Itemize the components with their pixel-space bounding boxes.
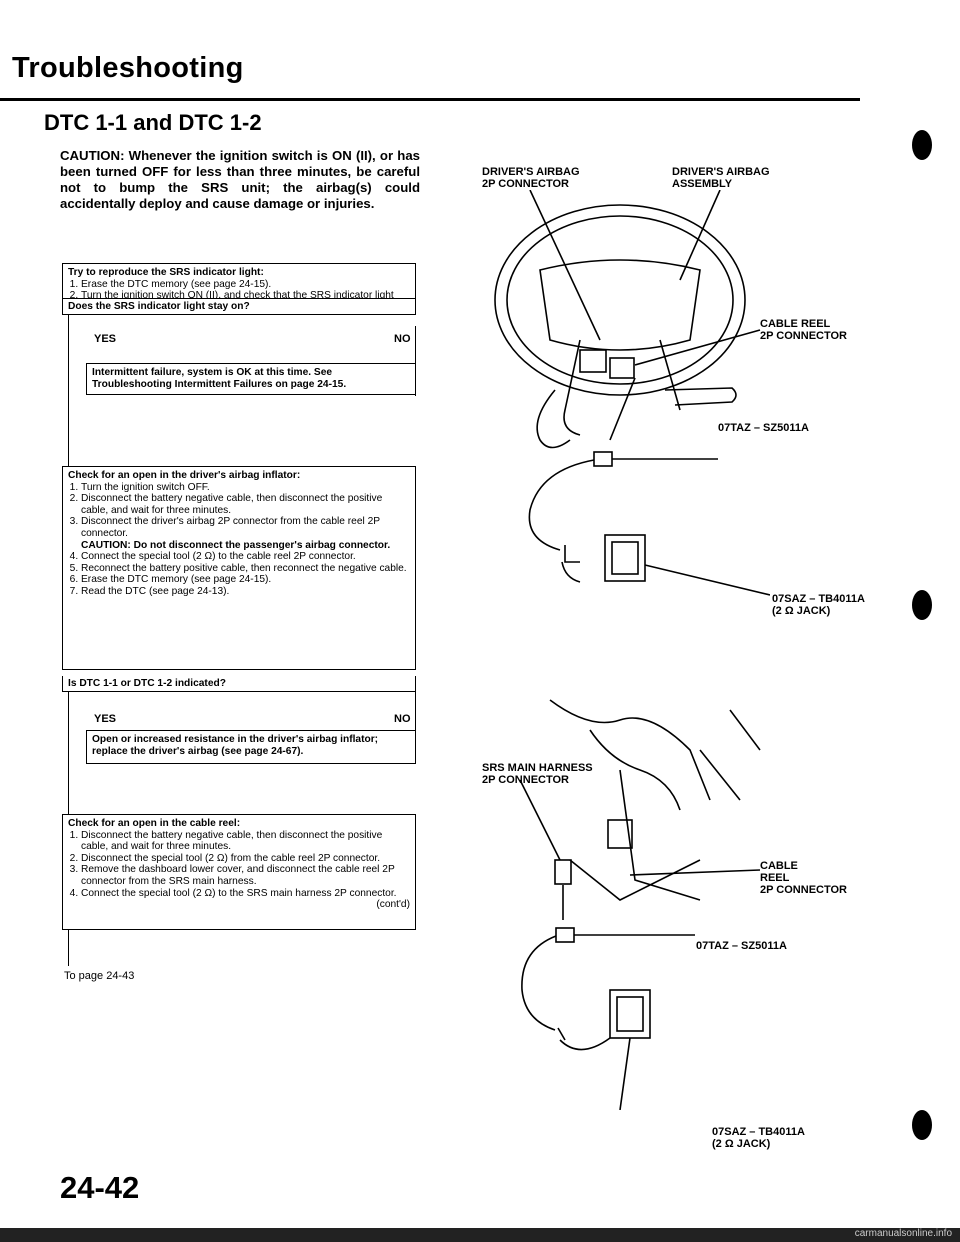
step3-box: Check for an open in the cable reel: Dis… [62,814,416,930]
step2-item: Disconnect the battery negative cable, t… [81,493,410,516]
label-driver-airbag-2p: DRIVER'S AIRBAG 2P CONNECTOR [482,166,580,190]
title-rule [0,98,860,101]
flow-line-left [68,312,69,326]
margin-mark [912,590,932,620]
label-cable-reel-2p: CABLE REEL 2P CONNECTOR [760,860,848,896]
step2-item: Read the DTC (see page 24-13). [81,586,410,598]
no-label: NO [394,713,411,725]
yes-label: YES [94,713,117,725]
yes-label: YES [94,333,117,345]
page-title: Troubleshooting [12,52,244,84]
step2-caution: CAUTION: Do not disconnect the passenger… [81,539,391,551]
step2-item: Disconnect the driver's airbag 2P connec… [81,516,410,551]
step2-item: Connect the special tool (2 Ω) to the ca… [81,551,410,563]
step2-item: Turn the ignition switch OFF. [81,482,410,494]
step2-list: Turn the ignition switch OFF. Disconnect… [68,482,410,598]
label-tool-b: 07SAZ – TB4011A (2 Ω JACK) [712,1126,805,1150]
contd-label: (cont'd) [376,899,410,911]
step3-list: Disconnect the battery negative cable, t… [68,830,410,911]
no-label: NO [394,333,411,345]
result2-box: Open or increased resistance in the driv… [86,730,416,764]
step1-item: Erase the DTC memory (see page 24-15). [81,279,410,291]
step3-item: Remove the dashboard lower cover, and di… [81,864,410,887]
question1: Does the SRS indicator light stay on? [62,299,416,315]
step3-item: Disconnect the battery negative cable, t… [81,830,410,853]
page-number: 24-42 [60,1170,140,1205]
bottom-bar [0,1228,960,1242]
label-tool-a: 07TAZ – SZ5011A [696,940,787,952]
watermark: carmanualsonline.info [854,1228,952,1239]
label-tool-b: 07SAZ – TB4011A (2 Ω JACK) [772,593,865,617]
figure1-illustration [494,190,770,596]
margin-mark [912,130,932,160]
step3-title: Check for an open in the cable reel: [68,818,241,829]
label-srs-main-harness: SRS MAIN HARNESS 2P CONNECTOR [482,762,593,786]
flow-line-left [68,690,69,814]
step3-item: Disconnect the special tool (2 Ω) from t… [81,853,410,865]
step2-title: Check for an open in the driver's airbag… [68,470,301,481]
step1-title: Try to reproduce the SRS indicator light… [68,267,264,278]
flow-line-left [68,326,69,466]
step2-item: Reconnect the battery positive cable, th… [81,563,410,575]
caution-text: CAUTION: Whenever the ignition switch is… [60,148,420,211]
result1-box: Intermittent failure, system is OK at th… [86,363,416,395]
label-cable-reel-2p: CABLE REEL 2P CONNECTOR [760,318,848,342]
flow-line-bottom [68,930,69,966]
figure2-illustration [519,699,761,1110]
flow-line-right [415,326,416,396]
to-page-label: To page 24-43 [64,970,135,982]
section-title: DTC 1-1 and DTC 1-2 [44,110,262,135]
label-tool-a: 07TAZ – SZ5011A [718,422,809,434]
label-driver-airbag-assembly: DRIVER'S AIRBAG ASSEMBLY [672,166,770,190]
flow-line-right [415,690,416,762]
question2: Is DTC 1-1 or DTC 1-2 indicated? [62,676,416,692]
margin-mark [912,1110,932,1140]
step1-box: Try to reproduce the SRS indicator light… [62,263,416,313]
step3-item: Connect the special tool (2 Ω) to the SR… [81,888,410,911]
step2-item: Erase the DTC memory (see page 24-15). [81,574,410,586]
step2-box: Check for an open in the driver's airbag… [62,466,416,670]
